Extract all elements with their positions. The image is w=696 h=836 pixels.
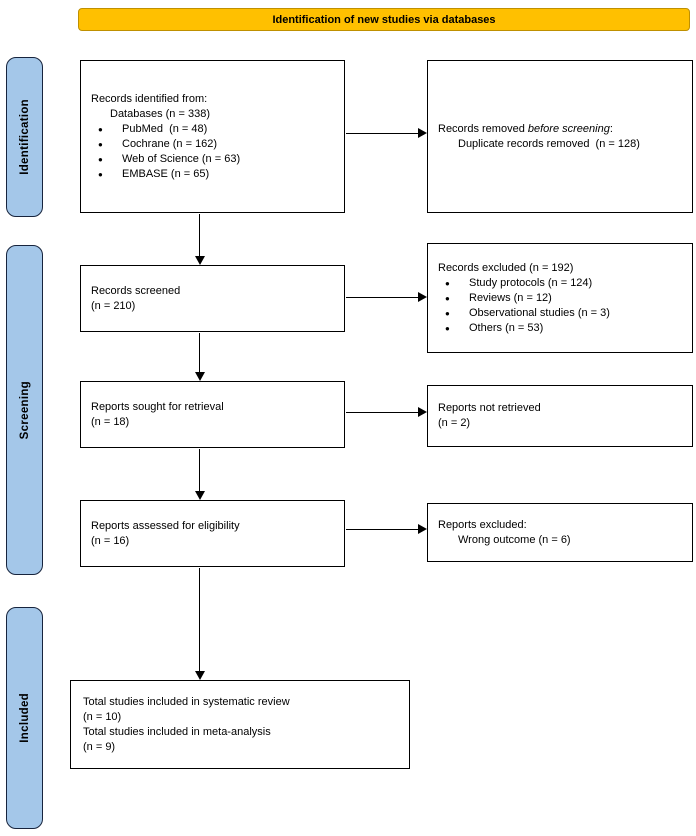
arrow-line [199, 333, 200, 372]
box-records-screened: Records screened (n = 210) [80, 265, 345, 332]
stage-bar-identification: Identification [6, 57, 43, 217]
reports-not-retrieved-count: (n = 2) [438, 417, 471, 429]
list-item: ● EMBASE (n = 65) [91, 167, 338, 182]
bullet-icon: ● [98, 169, 103, 179]
list-item-label: Others (n = 53) [469, 322, 544, 334]
stage-label-screening: Screening [18, 380, 31, 440]
bullet-icon: ● [445, 294, 450, 303]
list-item: ● Reviews (n = 12) [438, 291, 686, 306]
box-reports-not-retrieved: Reports not retrieved (n = 2) [427, 385, 693, 447]
stage-bar-included: Included [6, 607, 43, 829]
arrow-line [346, 133, 419, 134]
list-item: ● Web of Science (n = 63) [91, 152, 338, 167]
list-item-label: Cochrane (n = 162) [122, 137, 218, 150]
arrow-head-icon [418, 292, 427, 302]
box-total-included: Total studies included in systematic rev… [70, 680, 410, 769]
bullet-icon: ● [98, 154, 103, 164]
arrow-line [346, 297, 419, 298]
box-reports-assessed: Reports assessed for eligibility (n = 16… [80, 500, 345, 567]
stage-bar-screening: Screening [6, 245, 43, 575]
reports-excluded-title: Reports excluded: [438, 518, 527, 531]
box-reports-excluded: Reports excluded: Wrong outcome (n = 6) [427, 503, 693, 562]
arrow-line [346, 529, 419, 530]
bullet-icon: ● [98, 139, 103, 149]
arrow-head-icon [195, 671, 205, 680]
list-item: ● Others (n = 53) [438, 321, 686, 336]
list-item-label: Observational studies (n = 3) [469, 307, 610, 319]
records-removed-title: Records removed before screening: [438, 122, 686, 137]
arrow-head-icon [195, 256, 205, 265]
bullet-icon: ● [445, 324, 450, 333]
arrow-line [199, 449, 200, 491]
reports-assessed-title: Reports assessed for eligibility [91, 519, 240, 532]
header-banner-label: Identification of new studies via databa… [272, 13, 496, 26]
arrow-head-icon [195, 491, 205, 500]
header-banner: Identification of new studies via databa… [78, 8, 690, 31]
records-identified-title: Records identified from: [91, 92, 208, 105]
arrow-head-icon [418, 128, 427, 138]
box-records-identified: Records identified from: Databases (n = … [80, 60, 345, 213]
list-item-label: EMBASE (n = 65) [122, 167, 210, 180]
list-item: ● Observational studies (n = 3) [438, 306, 686, 321]
stage-label-identification: Identification [18, 99, 31, 175]
bullet-icon: ● [445, 309, 450, 318]
list-item-label: Reviews (n = 12) [469, 292, 552, 304]
list-item: ● PubMed (n = 48) [91, 122, 338, 137]
records-removed-prefix: Records removed [438, 122, 528, 135]
arrow-line [199, 568, 200, 671]
reports-assessed-count: (n = 16) [91, 534, 130, 547]
arrow-head-icon [195, 372, 205, 381]
records-identified-subtitle: Databases (n = 338) [110, 107, 210, 120]
list-item: ● Study protocols (n = 124) [438, 276, 686, 291]
arrow-head-icon [418, 407, 427, 417]
arrow-line [346, 412, 419, 413]
total-included-meta-count: (n = 9) [83, 740, 116, 753]
total-included-review-count: (n = 10) [83, 710, 122, 723]
box-records-removed: Records removed before screening: Duplic… [427, 60, 693, 213]
records-excluded-title: Records excluded (n = 192) [438, 262, 574, 274]
arrow-head-icon [418, 524, 427, 534]
reports-excluded-detail: Wrong outcome (n = 6) [458, 533, 571, 546]
reports-sought-title: Reports sought for retrieval [91, 400, 224, 413]
records-screened-count: (n = 210) [91, 299, 136, 312]
list-item: ● Cochrane (n = 162) [91, 137, 338, 152]
total-included-meta-title: Total studies included in meta-analysis [83, 725, 271, 738]
reports-not-retrieved-title: Reports not retrieved [438, 402, 541, 414]
stage-label-included: Included [18, 693, 31, 743]
box-records-excluded: Records excluded (n = 192) ● Study proto… [427, 243, 693, 353]
arrow-line [199, 214, 200, 256]
records-removed-suffix: : [609, 122, 613, 135]
records-removed-italic: before screening [527, 122, 610, 135]
list-item-label: Web of Science (n = 63) [122, 152, 241, 165]
list-item-label: Study protocols (n = 124) [469, 277, 593, 289]
box-reports-sought: Reports sought for retrieval (n = 18) [80, 381, 345, 448]
bullet-icon: ● [98, 124, 103, 134]
total-included-review-title: Total studies included in systematic rev… [83, 695, 290, 708]
records-screened-title: Records screened [91, 284, 181, 297]
bullet-icon: ● [445, 279, 450, 288]
records-removed-detail: Duplicate records removed (n = 128) [458, 137, 640, 150]
list-item-label: PubMed (n = 48) [122, 122, 208, 135]
reports-sought-count: (n = 18) [91, 415, 130, 428]
